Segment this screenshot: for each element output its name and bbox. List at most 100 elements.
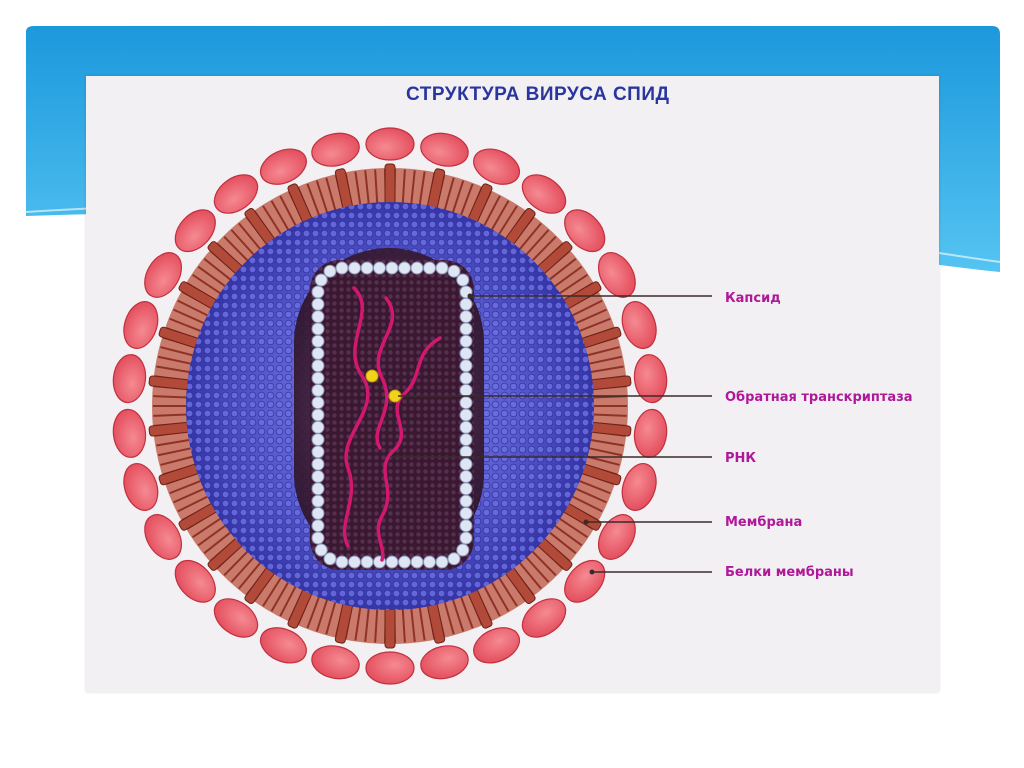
- capsid-protein-bead: [459, 506, 473, 520]
- lipid-molecule: [588, 447, 623, 457]
- lipid-molecule: [173, 487, 205, 504]
- capsid-protein-bead: [459, 433, 473, 447]
- capsid-protein-bead: [311, 506, 325, 520]
- capsid-protein-bead: [311, 482, 325, 496]
- capsid-protein-bead: [311, 445, 325, 459]
- lipid-molecule: [578, 479, 611, 495]
- envelope-protein: [564, 559, 606, 603]
- lipid-molecule: [223, 235, 249, 262]
- lipid-molecule: [410, 607, 416, 642]
- capsid-protein-bead: [335, 555, 349, 569]
- capsid-protein-bead: [456, 273, 470, 287]
- capsid-protein-bead: [459, 383, 473, 397]
- capsid-protein-bead: [398, 261, 411, 275]
- lipid-molecule: [571, 495, 603, 513]
- capsid-protein-bead: [311, 285, 325, 299]
- lipid-molecule: [490, 581, 510, 612]
- lipid-molecule: [497, 576, 518, 607]
- lipid-molecule: [575, 487, 607, 504]
- lipid-molecule: [571, 299, 603, 317]
- transmembrane-protein: [384, 163, 396, 205]
- lipid-molecule: [401, 169, 406, 204]
- lipid-molecule: [157, 447, 192, 457]
- membrane-label: Мембрана: [725, 515, 802, 530]
- lipid-molecule: [270, 200, 290, 231]
- lipid-molecule: [177, 495, 209, 513]
- lipid-molecule: [270, 581, 290, 612]
- capsid-protein-bead: [311, 297, 325, 311]
- envelope-protein: [633, 354, 668, 404]
- capsid-protein-bead: [311, 359, 325, 373]
- lipid-molecule: [279, 585, 297, 617]
- lipid-molecule: [553, 265, 583, 288]
- lipid-molecule: [592, 413, 627, 417]
- capsid-protein-bead: [459, 445, 473, 459]
- capsid-protein-bead: [447, 264, 461, 278]
- hiv-structure-diagram: СТРУКТУРА ВИРУСА СПИД Капсид Обратная тр…: [112, 84, 913, 685]
- envelope-protein: [473, 148, 521, 185]
- capsid-protein-bead: [311, 383, 325, 397]
- lipid-molecule: [451, 598, 465, 632]
- envelope-protein: [112, 408, 147, 458]
- lipid-molecule: [153, 395, 188, 399]
- envelope-protein: [259, 148, 307, 185]
- rna-label: РНК: [725, 451, 756, 466]
- lipid-molecule: [306, 183, 321, 217]
- lipid-molecule: [238, 561, 262, 590]
- capsid-protein-bead: [423, 555, 436, 569]
- lipid-molecule: [548, 258, 577, 281]
- capsid-protein-shell: [311, 261, 473, 569]
- lipid-bilayer-membrane: [148, 163, 632, 649]
- lipid-molecule: [177, 299, 209, 317]
- capsid-protein-bead: [385, 261, 399, 275]
- lipid-molecule: [203, 258, 232, 281]
- lipid-molecule: [279, 195, 297, 227]
- lipid-molecule: [364, 170, 370, 205]
- envelope-protein: [633, 408, 668, 458]
- lipid-molecule: [531, 235, 557, 262]
- capsid-protein-bead: [459, 310, 473, 324]
- reverse-transcriptase-label: Обратная транскриптаза: [725, 390, 913, 405]
- capsid-protein-bead: [311, 334, 325, 348]
- lipid-molecule: [558, 274, 588, 295]
- lipid-molecule: [315, 180, 329, 214]
- capsid-protein-bead: [311, 322, 325, 336]
- lipid-molecule: [525, 229, 550, 256]
- capsid-pointer: [467, 293, 473, 299]
- capsid-protein-bead: [311, 408, 325, 422]
- capsid-protein-bead: [311, 396, 325, 410]
- lipid-molecule: [262, 576, 283, 607]
- diagram-title: СТРУКТУРА ВИРУСА СПИД: [406, 84, 670, 105]
- capsid-protein-bead: [459, 420, 473, 434]
- capsid-protein-bead: [311, 310, 325, 324]
- lipid-molecule: [238, 222, 262, 251]
- lipid-molecule: [443, 601, 455, 635]
- lipid-molecule: [589, 365, 624, 374]
- envelope-protein: [144, 514, 183, 560]
- capsid-protein-bead: [459, 371, 473, 385]
- capsid-protein-bead: [459, 297, 473, 311]
- lipid-molecule: [230, 556, 255, 583]
- lipid-molecule: [490, 200, 510, 231]
- envelope-protein: [521, 598, 567, 638]
- capsid-protein-bead: [459, 408, 473, 422]
- capsid-protein-bead: [311, 347, 325, 360]
- capsid-protein-bead: [459, 396, 473, 410]
- envelope-protein: [564, 209, 606, 253]
- capsid-protein-bead: [410, 261, 424, 275]
- lipid-molecule: [558, 517, 588, 538]
- lipid-molecule: [173, 308, 205, 325]
- envelope-protein: [597, 514, 636, 560]
- lipid-molecule: [459, 183, 474, 217]
- capsid-protein-bead: [348, 555, 361, 569]
- capsid-protein-bead: [311, 494, 325, 508]
- lipid-molecule: [153, 413, 188, 417]
- capsid-protein-bead: [435, 555, 449, 569]
- lipid-molecule: [315, 598, 329, 632]
- lipid-molecule: [518, 561, 542, 590]
- lipid-molecule: [483, 195, 501, 227]
- envelope-protein: [213, 174, 259, 214]
- lipid-molecule: [197, 265, 227, 288]
- capsid-protein-bead: [311, 519, 325, 533]
- capsid-protein-bead: [459, 494, 473, 508]
